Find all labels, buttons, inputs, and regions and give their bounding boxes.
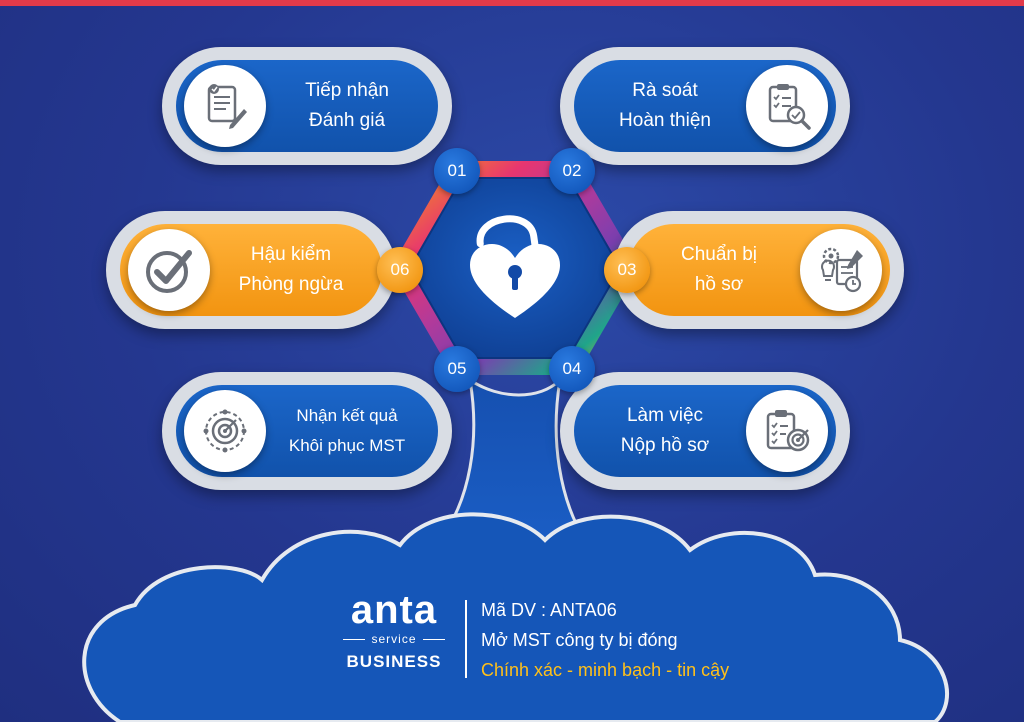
service-name: Mở MST công ty bị đóng xyxy=(481,630,678,650)
step-01-line2: Đánh giá xyxy=(308,110,386,131)
clipboard-target-icon xyxy=(746,390,828,472)
step-04-card: Làm việc Nộp hồ sơ xyxy=(560,372,850,490)
step-06-card: Hậu kiểm Phòng ngừa xyxy=(106,211,396,329)
step-03-line2: hồ sơ xyxy=(694,274,744,295)
step-01-line1: Tiếp nhận xyxy=(305,80,389,101)
step-05-card: Nhận kết quả Khôi phục MST xyxy=(162,372,452,490)
step-05-line1: Nhận kết quả xyxy=(296,406,398,425)
heart-padlock-open-icon xyxy=(470,215,560,318)
step-05-number: 05 xyxy=(434,346,480,392)
top-accent-bar xyxy=(0,0,1024,6)
logo-subtitle: service xyxy=(371,632,417,646)
target-icon xyxy=(184,390,266,472)
logo-wordmark: anta xyxy=(350,588,438,632)
service-code: Mã DV : ANTA06 xyxy=(481,600,617,620)
step-06-number: 06 xyxy=(377,247,423,293)
step-03-card: Chuẩn bị hồ sơ xyxy=(614,211,904,329)
document-edit-icon xyxy=(184,65,266,147)
step-05-line2: Khôi phục MST xyxy=(288,436,406,455)
step-02-card: Rà soát Hoàn thiện xyxy=(560,47,850,165)
cloud-shape xyxy=(82,512,950,722)
checkmark-icon xyxy=(128,229,210,311)
step-04-line1: Làm việc xyxy=(626,405,704,426)
planning-gear-icon xyxy=(800,229,882,311)
step-02-line2: Hoàn thiện xyxy=(619,110,711,131)
brand-logo: anta service BUSINESS xyxy=(334,588,454,672)
service-tagline: Chính xác - minh bạch - tin cậy xyxy=(481,660,730,680)
stem-shape xyxy=(437,375,588,542)
logo-business: BUSINESS xyxy=(346,652,442,671)
divider xyxy=(465,600,467,678)
step-03-number: 03 xyxy=(604,247,650,293)
step-06-line1: Hậu kiểm xyxy=(250,244,332,265)
step-04-line2: Nộp hồ sơ xyxy=(620,435,710,456)
step-02-number: 02 xyxy=(549,148,595,194)
step-06-line2: Phòng ngừa xyxy=(238,274,344,295)
step-02-line1: Rà soát xyxy=(632,80,698,101)
step-04-number: 04 xyxy=(549,346,595,392)
step-03-line1: Chuẩn bị xyxy=(680,244,758,265)
step-01-number: 01 xyxy=(434,148,480,194)
checklist-search-icon xyxy=(746,65,828,147)
step-01-card: Tiếp nhận Đánh giá xyxy=(162,47,452,165)
service-info: Mã DV : ANTA06 Mở MST công ty bị đóng Ch… xyxy=(481,595,729,685)
